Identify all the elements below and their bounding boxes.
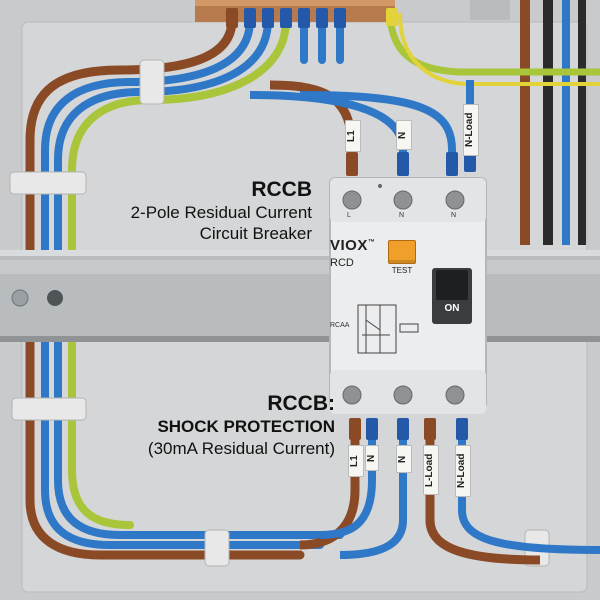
- wire-tag-top-neutral-load: N-Load: [463, 104, 479, 156]
- rccb-subtitle-line1: 2-Pole Residual Current: [130, 203, 312, 222]
- device-model: RCD: [330, 257, 354, 269]
- test-button[interactable]: [388, 240, 416, 264]
- rating-label: RCAA: [330, 322, 350, 329]
- rccb-title: RCCB: [251, 178, 312, 201]
- test-label: TEST: [391, 266, 413, 275]
- on-toggle-label: ON: [444, 303, 460, 314]
- rccb-subtitle-line2: Circuit Breaker: [199, 224, 312, 243]
- rccb-output-wires: [299, 425, 600, 565]
- wire-tag-bottom-neutral-load: N-Load: [455, 445, 471, 497]
- wire-tag-top-live: L1: [345, 120, 361, 152]
- protection-annotation: RCCB: SHOCK PROTECTION (30mA Residual Cu…: [60, 392, 335, 460]
- wire-tag-bottom-live: L1: [348, 445, 364, 477]
- rccb-annotation: RCCB 2-Pole Residual Current Circuit Bre…: [60, 178, 312, 244]
- terminal-mark-neutral-top: N: [399, 212, 405, 219]
- wire-tag-bottom-neutral: N: [365, 445, 379, 471]
- wire-tag-bottom-neutral2: N: [396, 445, 412, 473]
- wire-tag-top-neutral: N: [396, 120, 412, 150]
- terminal-mark-live-top: L: [347, 212, 351, 219]
- din-rail: [0, 250, 600, 342]
- protection-line1: SHOCK PROTECTION: [157, 417, 335, 436]
- terminal-mark-neutral-top2: N: [451, 212, 457, 219]
- rccb-body: [329, 177, 487, 414]
- top-ferrules: [226, 8, 398, 28]
- protection-title: RCCB:: [267, 392, 335, 415]
- device-brand: VIOX™: [330, 237, 376, 254]
- protection-line2: (30mA Residual Current): [147, 439, 335, 458]
- wire-tag-bottom-live-load: L-Load: [423, 445, 439, 495]
- cable-clips: [9, 59, 550, 567]
